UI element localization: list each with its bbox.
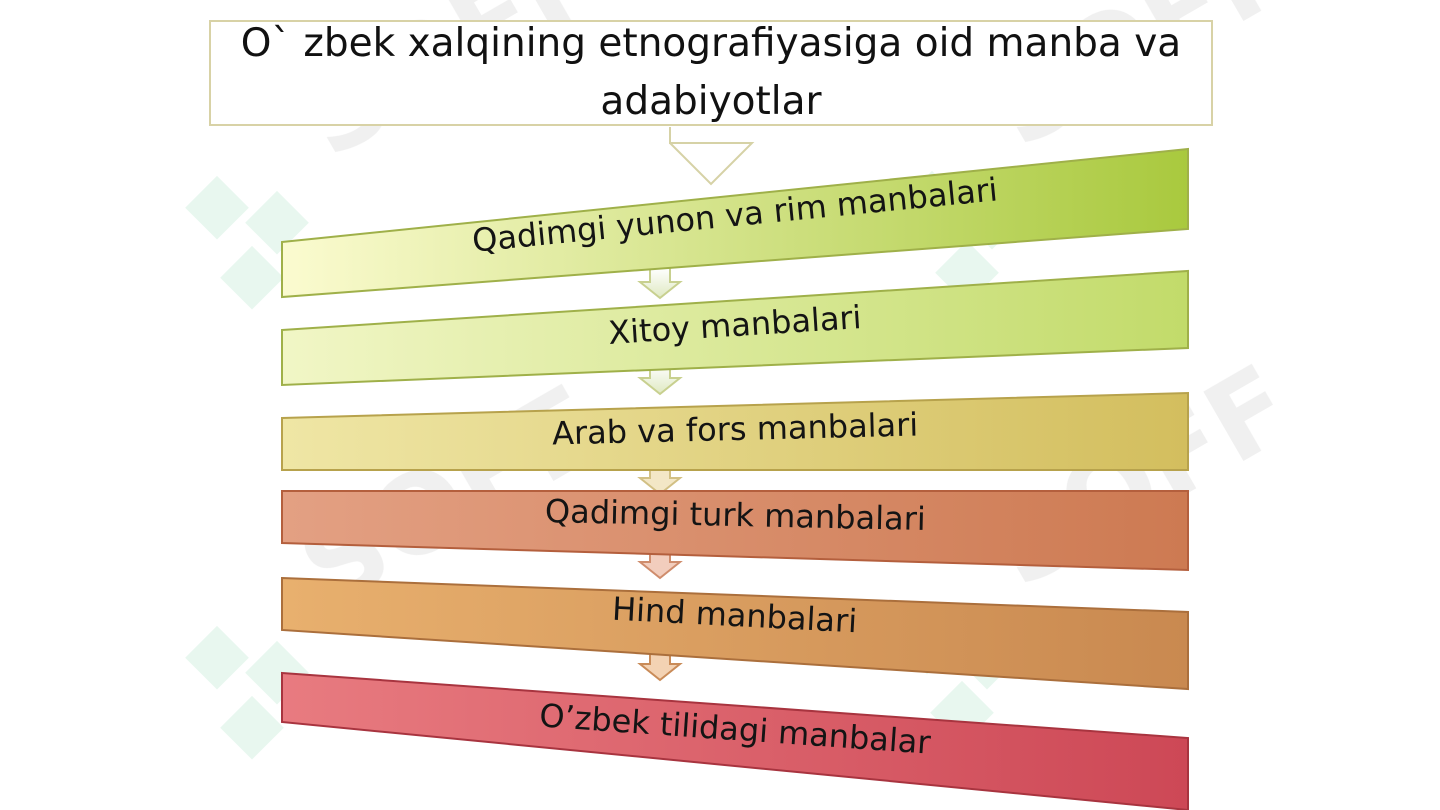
diagram-title: O` zbek xalqining etnografiyasiga oid ma…	[240, 21, 1182, 124]
step-bar-1	[281, 147, 1189, 299]
step-label-1: Qadimgi yunon va rim manbalari	[282, 170, 1188, 259]
step-label-5-text: Hind manbalari	[611, 589, 859, 641]
title-down-arrow	[669, 127, 755, 186]
step-bar-3	[281, 391, 1189, 471]
step-bar-4	[281, 490, 1189, 572]
step-label-4-text: Qadimgi turk manbalari	[544, 492, 926, 538]
step-label-5: Hind manbalari	[282, 590, 1188, 641]
connector-arrow-1	[637, 267, 683, 300]
step-bar-2	[281, 269, 1189, 387]
step-label-2-text: Xitoy manbalari	[607, 298, 863, 352]
step-label-4: Qadimgi turk manbalari	[282, 492, 1188, 538]
watermark-logo-icon	[185, 175, 309, 310]
step-label-3-text: Arab va fors manbalari	[551, 405, 919, 453]
step-bar-6	[281, 671, 1189, 810]
step-bar-5	[281, 576, 1189, 691]
step-label-3: Arab va fors manbalari	[282, 406, 1188, 453]
title-box: O` zbek xalqining etnografiyasiga oid ma…	[209, 20, 1213, 126]
step-label-2: Xitoy manbalari	[282, 298, 1188, 352]
step-label-6: O’zbek tilidagi manbalar	[282, 696, 1188, 761]
